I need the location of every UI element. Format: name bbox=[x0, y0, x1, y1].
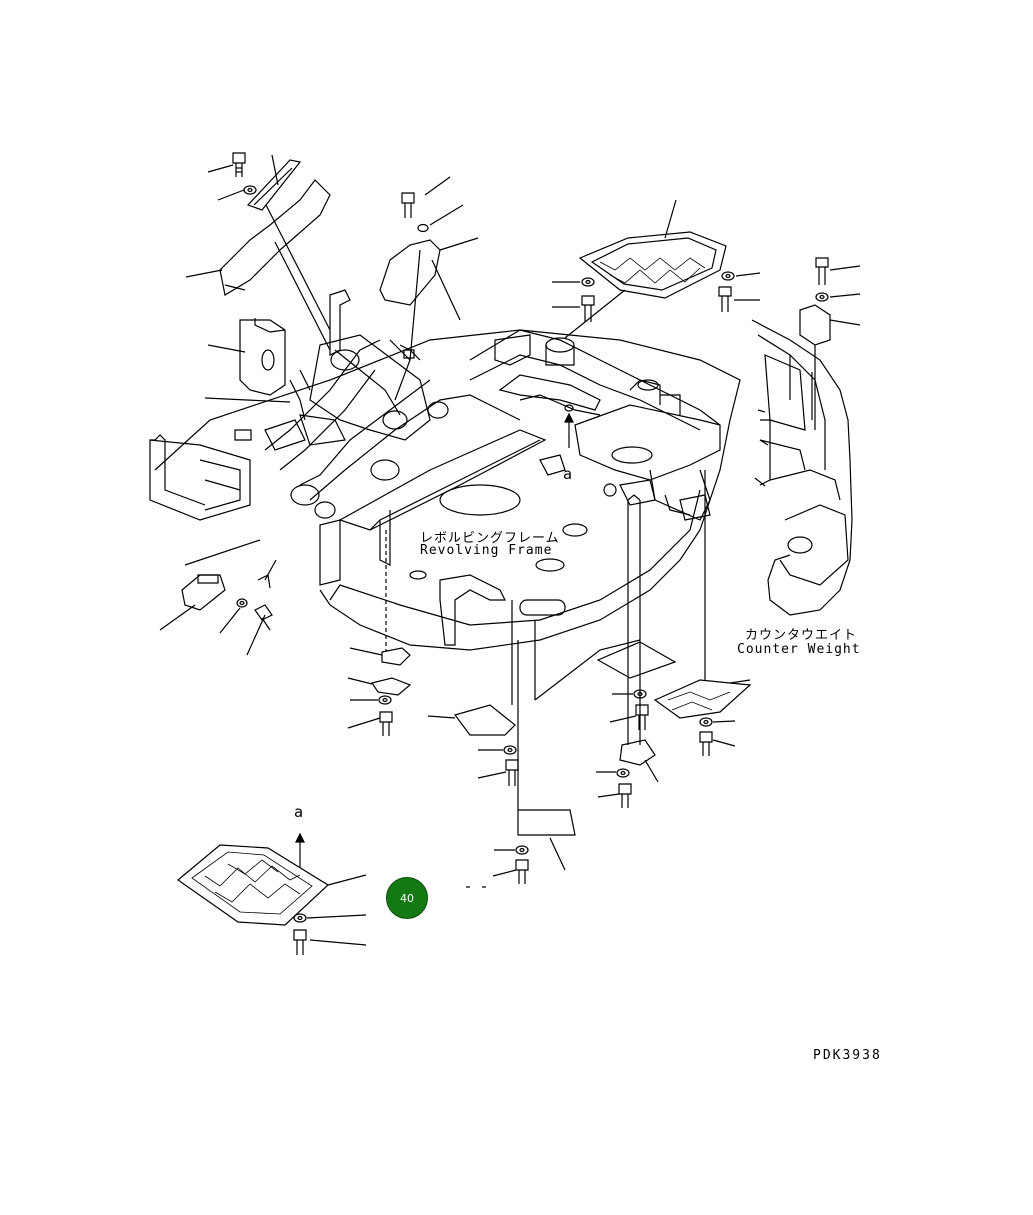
revolving-frame bbox=[150, 290, 740, 650]
revolving-frame-label-jp: レボルビングフレーム bbox=[420, 531, 560, 546]
view-mark-a-top: a bbox=[563, 465, 574, 483]
top-right-grille bbox=[552, 200, 760, 338]
counter-weight-label-en: Counter Weight bbox=[737, 642, 861, 657]
view-a-grille bbox=[178, 834, 486, 955]
counter-weight-label-jp: カウンタウエイト bbox=[745, 628, 858, 643]
callout-40[interactable]: 40 bbox=[386, 877, 428, 919]
counter-weight bbox=[752, 258, 860, 615]
left-top-covers bbox=[186, 153, 478, 402]
view-a-arrow-top bbox=[540, 405, 573, 475]
view-mark-a-bottom: a bbox=[294, 803, 305, 821]
revolving-frame-label-en: Revolving Frame bbox=[420, 543, 553, 558]
drawing-code: PDK3938 bbox=[813, 1048, 882, 1063]
bottom-left-parts bbox=[160, 540, 276, 655]
under-covers bbox=[348, 470, 750, 884]
